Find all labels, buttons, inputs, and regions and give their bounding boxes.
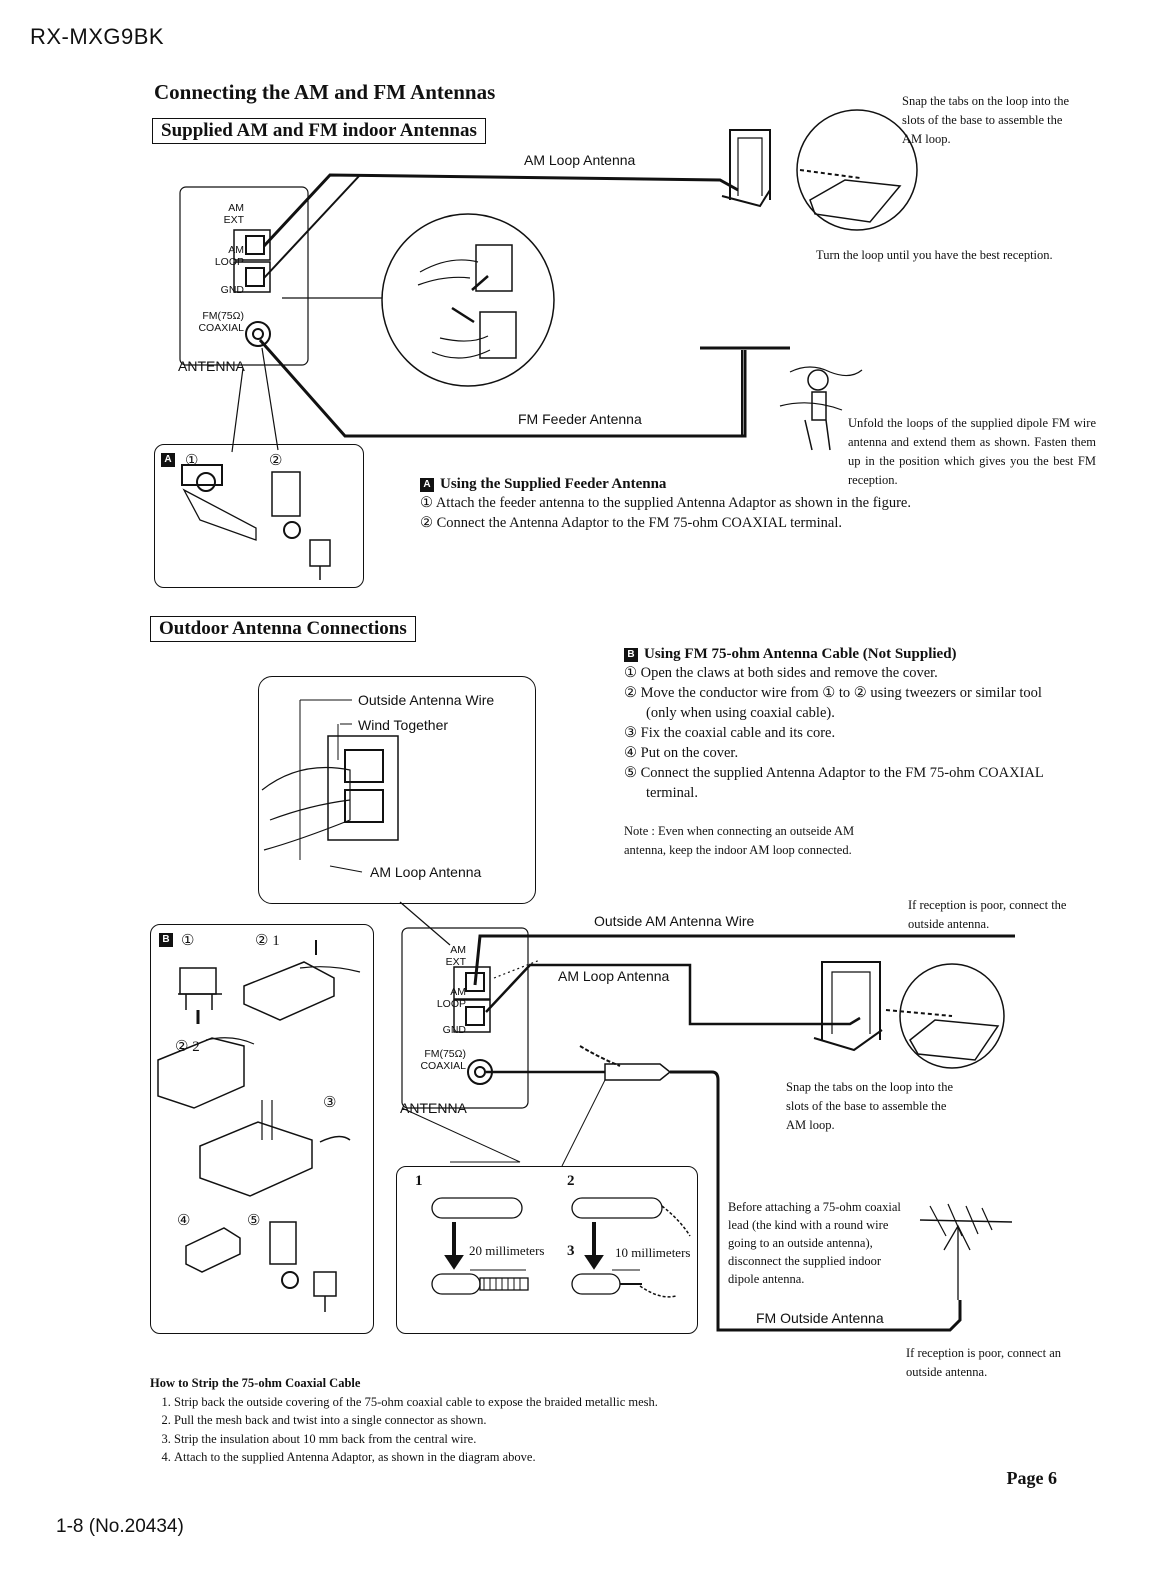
- strip-instruction-4: Attach to the supplied Antenna Adaptor, …: [174, 1448, 658, 1467]
- section-b-step-4: ④ Put on the cover.: [624, 745, 739, 761]
- page-title: Connecting the AM and FM Antennas: [154, 80, 496, 104]
- strip-instructions: How to Strip the 75-ohm Coaxial Cable St…: [150, 1374, 658, 1467]
- outdoor-am-loop-label: AM Loop Antenna: [558, 968, 670, 984]
- indoor-antennas-heading: Supplied AM and FM indoor Antennas: [152, 118, 486, 144]
- outdoor-wire-detail-panel: [258, 676, 536, 904]
- strip-step-2-number: 2: [567, 1173, 575, 1189]
- panel-b-step3: ③: [323, 1095, 337, 1111]
- section-b-step-2-cont: (only when using coaxial cable).: [646, 705, 835, 721]
- section-b-step-5: ⑤ Connect the supplied Antenna Adaptor t…: [624, 765, 1044, 781]
- strip-20mm-label: 20 millimeters: [469, 1243, 545, 1258]
- outdoor-connections-heading: Outdoor Antenna Connections: [150, 616, 416, 642]
- outdoor-antenna-terminal-label: ANTENNA: [400, 1100, 467, 1116]
- outdoor-terminal-fm-coaxial-label: FM(75Ω)COAXIAL: [420, 1048, 466, 1072]
- strip-10mm-label: 10 millimeters: [615, 1245, 691, 1260]
- poor-reception-note-2: If reception is poor, connect an outside…: [906, 1346, 1061, 1379]
- outdoor-terminal-gnd-label: GND: [442, 1024, 466, 1036]
- panel-a-step2: ②: [269, 453, 283, 469]
- panel-a-badge: A: [161, 453, 175, 467]
- disconnect-dipole-note: Before attaching a 75-ohm coaxial lead (…: [728, 1200, 901, 1286]
- section-a-step-1: ① Attach the feeder antenna to the suppl…: [420, 495, 911, 511]
- panel-b-step5: ⑤: [247, 1213, 261, 1229]
- strip-instruction-2: Pull the mesh back and twist into a sing…: [174, 1411, 658, 1430]
- section-b-step-5-cont: terminal.: [646, 785, 698, 801]
- section-b-step-1: ① Open the claws at both sides and remov…: [624, 665, 938, 681]
- coax-strip-panel: 1 2 3 20 millimeters 10 millimeters: [396, 1166, 698, 1334]
- wind-together-label: Wind Together: [358, 717, 449, 733]
- fm-outside-antenna-label: FM Outside Antenna: [756, 1310, 884, 1326]
- section-b-step-3: ③ Fix the coaxial cable and its core.: [624, 725, 836, 741]
- panel-b-badge: B: [159, 933, 173, 947]
- panel-b-step4: ④: [177, 1213, 191, 1229]
- terminal-gnd-label: GND: [220, 284, 244, 296]
- outdoor-snap-tabs-note: Snap the tabs on the loop into the slots…: [786, 1080, 953, 1132]
- turn-loop-note: Turn the loop until you have the best re…: [816, 248, 1053, 262]
- panel-b-step2-2: ② 2: [175, 1039, 200, 1055]
- section-b-badge: B: [624, 648, 638, 662]
- unfold-dipole-note: Unfold the loops of the supplied dipole …: [848, 416, 1096, 487]
- panel-b-illustration: B ① ② 1 ② 2 ③ ④ ⑤: [150, 924, 374, 1334]
- strip-step-3-number: 3: [567, 1243, 575, 1259]
- panel-a-step1: ①: [185, 453, 199, 469]
- strip-instructions-list: Strip back the outside covering of the 7…: [150, 1393, 658, 1467]
- panel-a-illustration: A ① ②: [154, 444, 364, 588]
- snap-tabs-note: Snap the tabs on the loop into the slots…: [902, 94, 1069, 146]
- section-a-step-2: ② Connect the Antenna Adaptor to the FM …: [420, 515, 843, 531]
- section-a-badge: A: [420, 478, 434, 492]
- footer-page-code: 1-8 (No.20434): [56, 1516, 184, 1537]
- strip-instruction-3: Strip the insulation about 10 mm back fr…: [174, 1430, 658, 1449]
- panel-b-step1: ①: [181, 933, 195, 949]
- model-number: RX-MXG9BK: [30, 24, 165, 49]
- section-b-step-2: ② Move the conductor wire from ① to ② us…: [624, 685, 1042, 701]
- panel-b-step2-1: ② 1: [255, 933, 280, 949]
- page-number: Page 6: [1006, 1468, 1057, 1488]
- strip-step-1-number: 1: [415, 1173, 423, 1189]
- outside-antenna-wire-label: Outside Antenna Wire: [358, 692, 495, 708]
- strip-instruction-1: Strip back the outside covering of the 7…: [174, 1393, 658, 1412]
- fm-feeder-antenna-label: FM Feeder Antenna: [518, 411, 642, 427]
- am-loop-antenna-label: AM Loop Antenna: [524, 152, 636, 168]
- terminal-fm-coaxial-label: FM(75Ω)COAXIAL: [198, 310, 244, 334]
- poor-reception-note-1: If reception is poor, connect the outsid…: [908, 898, 1067, 931]
- am-loop-note: Note : Even when connecting an outseide …: [624, 824, 855, 857]
- outside-am-wire-label: Outside AM Antenna Wire: [594, 913, 755, 929]
- strip-instructions-title: How to Strip the 75-ohm Coaxial Cable: [150, 1376, 361, 1390]
- antenna-terminal-label: ANTENNA: [178, 358, 245, 374]
- detail-am-loop-label: AM Loop Antenna: [370, 864, 482, 880]
